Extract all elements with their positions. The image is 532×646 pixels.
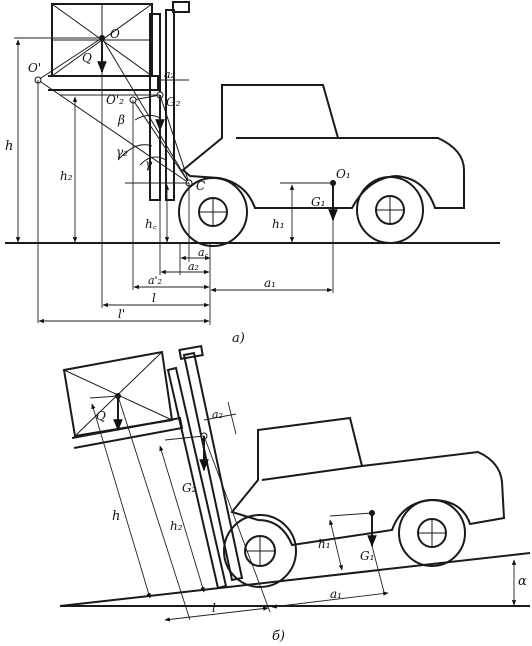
- label-G2: G₂: [166, 95, 181, 109]
- dim-l-b: [164, 606, 269, 622]
- label-l-b: l: [212, 601, 216, 615]
- caption-a: а): [232, 331, 245, 346]
- label-G2-b: G₂: [182, 481, 197, 495]
- label-O1: O₁: [336, 167, 351, 181]
- label-a2-b: a₂: [212, 408, 223, 421]
- label-h1-b: h₁: [318, 537, 331, 551]
- dim-h2-b: [159, 445, 205, 593]
- truck-body: [181, 84, 465, 209]
- dim-a1-b: [271, 591, 389, 609]
- label-a2-bottom: a₂: [188, 260, 199, 273]
- bottom-figure: Q a₂ G₂ h h₂ h₁ G₁ l a₁ α б): [59, 344, 531, 644]
- label-h: h: [5, 139, 13, 154]
- label-l: l: [152, 291, 156, 305]
- label-a1-b: a₁: [330, 587, 342, 601]
- label-alpha: α: [518, 574, 527, 589]
- label-hc: h꜀: [145, 217, 158, 231]
- label-O2-prime: O'₂: [106, 93, 124, 107]
- label-h2-b: h₂: [170, 519, 183, 533]
- label-Q: Q: [82, 51, 92, 65]
- label-h2: h₂: [60, 169, 73, 183]
- label-O-prime: O': [28, 61, 41, 75]
- front-wheel-b: [223, 514, 297, 588]
- label-G1: G₁: [311, 195, 325, 209]
- dim-h1-b: [329, 519, 343, 571]
- label-gamma2: γ₂: [116, 145, 128, 159]
- label-a1: a₁: [264, 276, 276, 290]
- label-Q-b: Q: [96, 409, 106, 423]
- label-a2-prime: a'₂: [148, 274, 162, 287]
- vertical-reference-lines: [14, 37, 334, 325]
- label-a2-top: a₂: [164, 68, 175, 81]
- top-figure: O O' Q a₂ O'₂ G₂ β γ₂ γ C O₁ G₁ h h₂ h꜀ …: [5, 1, 500, 346]
- stability-geometry: [37, 37, 190, 184]
- label-h1: h₁: [272, 217, 285, 231]
- truck-body-b: [230, 416, 506, 547]
- rear-wheel: [356, 176, 424, 244]
- label-beta: β: [117, 113, 125, 127]
- label-gamma: γ: [145, 157, 153, 171]
- dim-h-b: [91, 403, 151, 599]
- label-G1-b: G₁: [360, 549, 374, 563]
- label-h-b: h: [112, 509, 120, 524]
- front-wheel: [178, 177, 248, 247]
- label-C: C: [196, 179, 205, 193]
- label-l-prime: l': [118, 307, 125, 321]
- load-box-b: [62, 350, 184, 449]
- caption-b: б): [272, 629, 285, 644]
- rear-wheel-b: [398, 499, 466, 567]
- label-ac: a꜀: [198, 246, 209, 259]
- label-O: O: [110, 27, 120, 41]
